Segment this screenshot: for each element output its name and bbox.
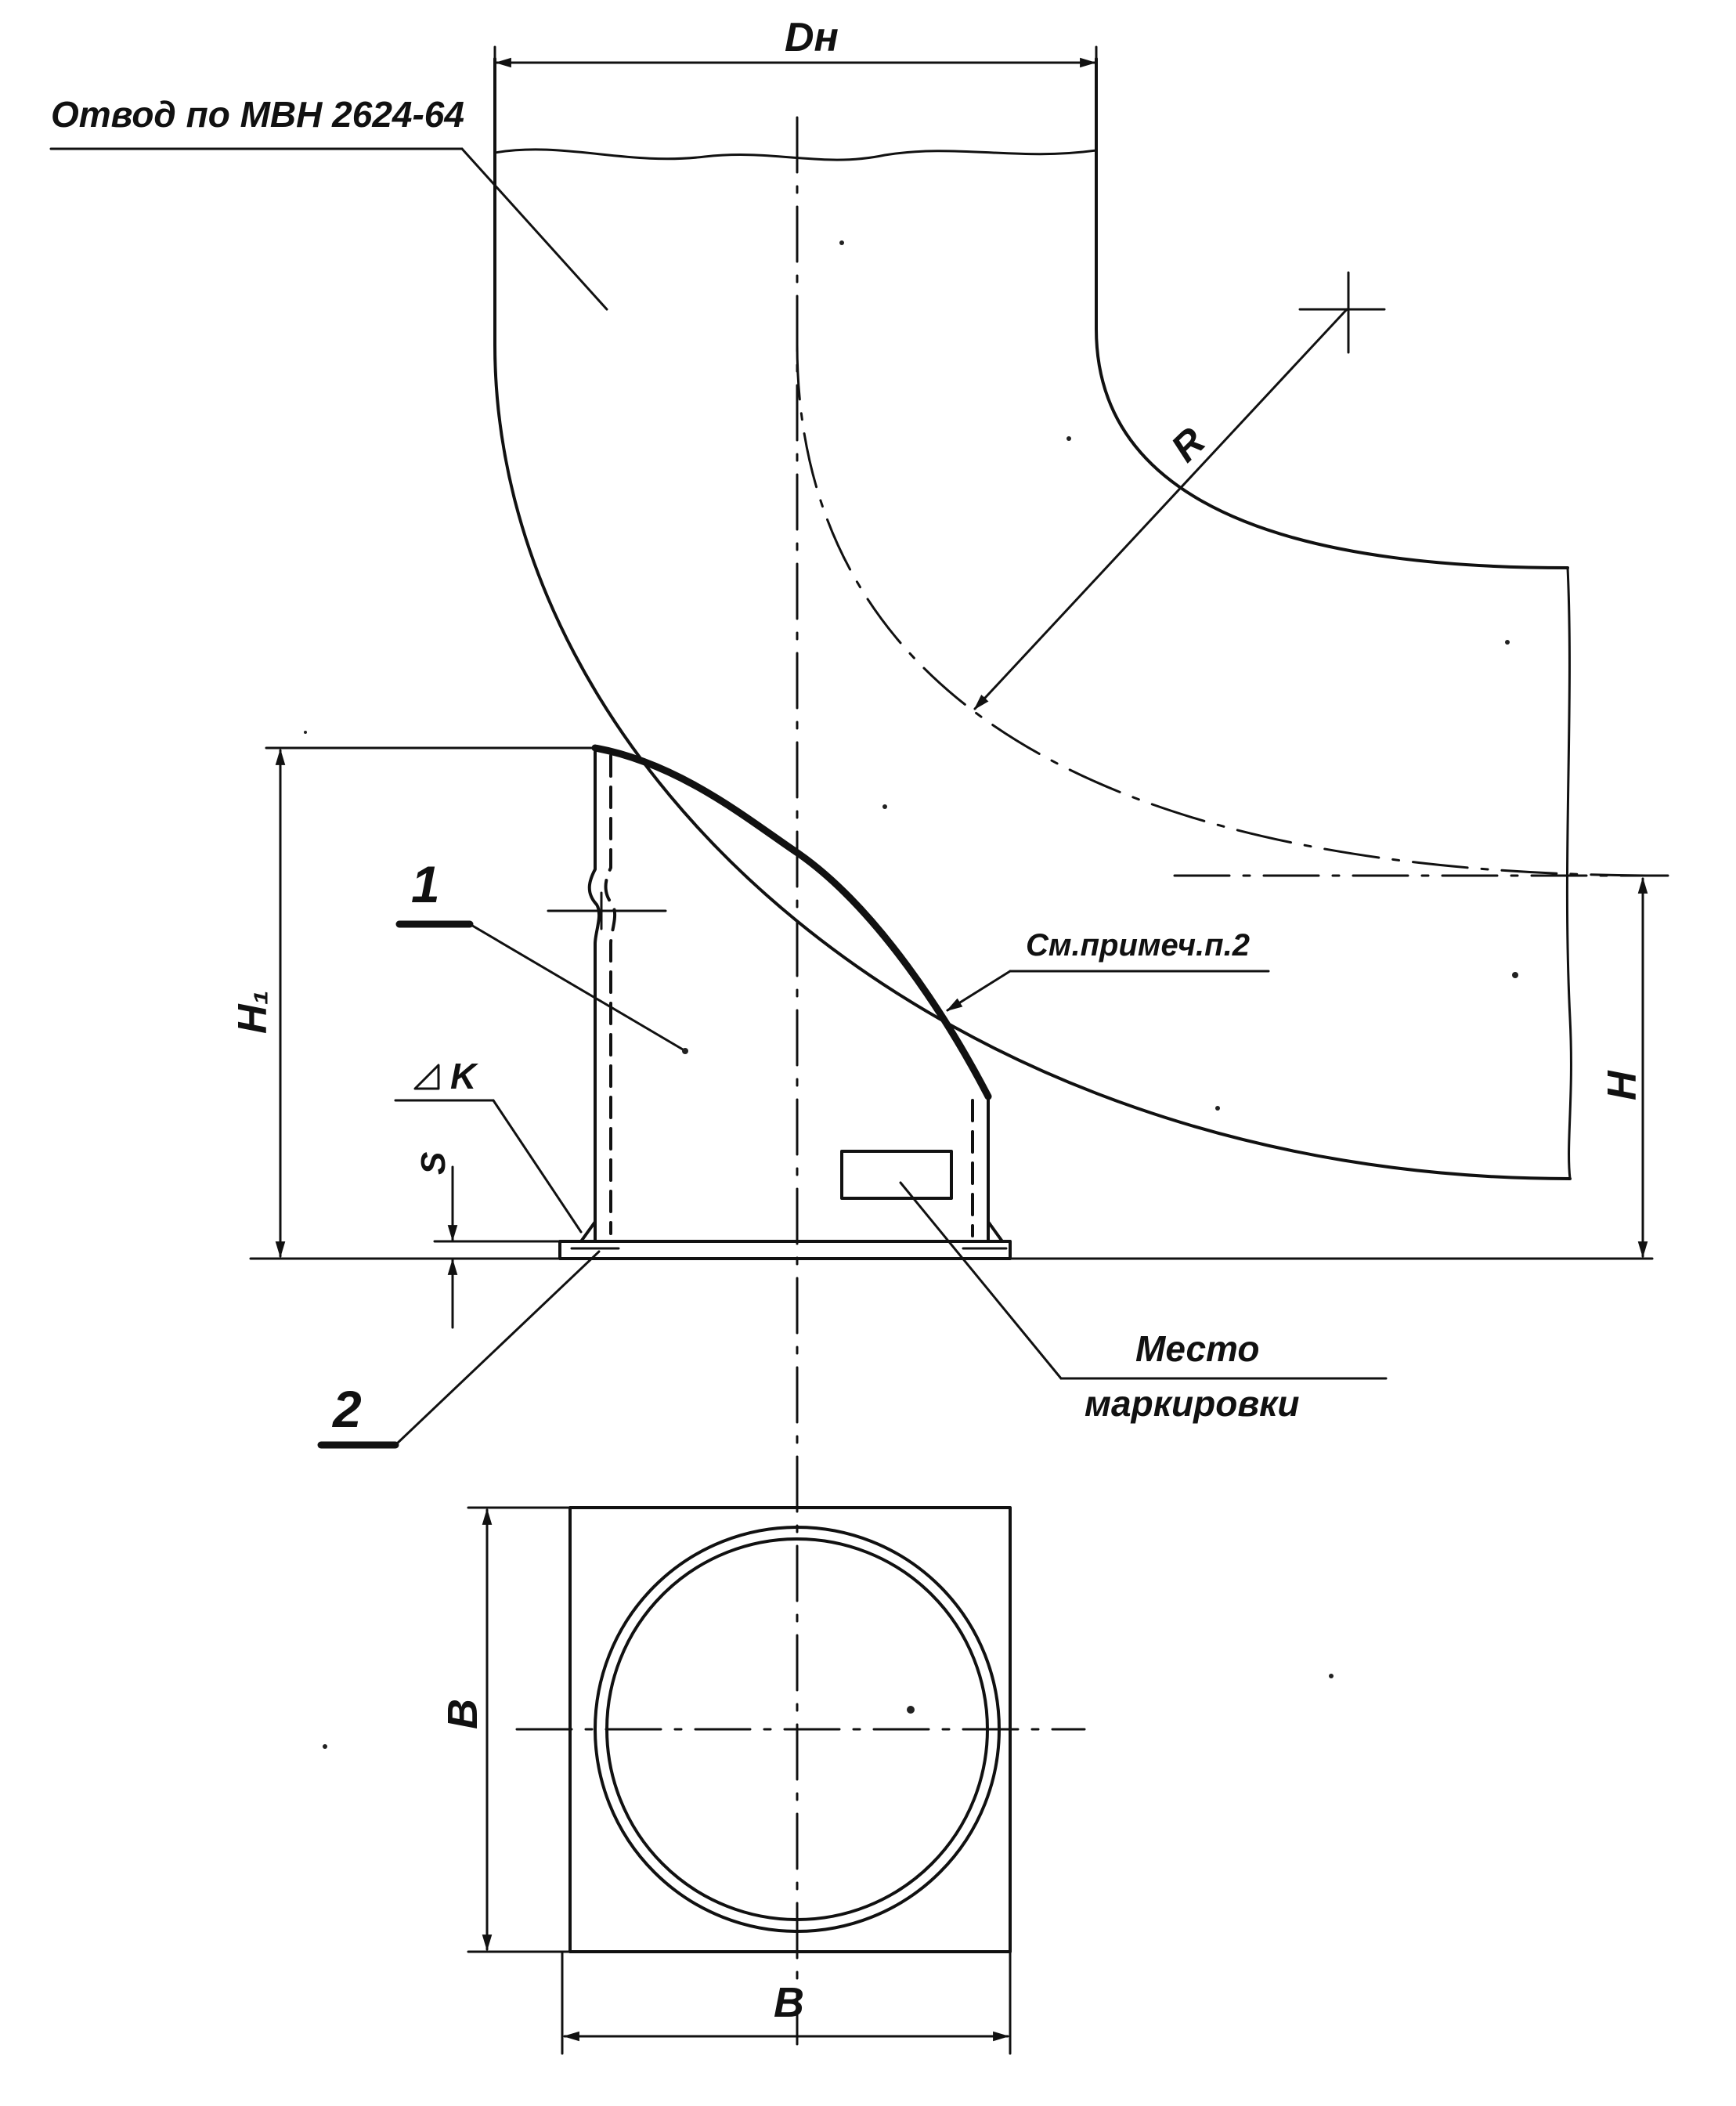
marking-label-line2: маркировки	[1085, 1383, 1300, 1424]
b-horizontal-label: B	[774, 1979, 804, 2026]
scan-specks	[304, 240, 1518, 1749]
radius-dimension: R	[973, 271, 1386, 710]
marking-place-box	[840, 1150, 953, 1200]
b-vertical-dimension: B	[439, 1506, 572, 1953]
marking-callout: Место маркировки	[899, 1181, 1388, 1424]
s-label: S	[414, 1152, 453, 1175]
part-2-label: 2	[331, 1380, 362, 1438]
base-plate	[558, 1220, 1012, 1260]
marking-label-line1: Место	[1135, 1328, 1259, 1369]
radius-label: R	[1163, 419, 1214, 470]
h-dimension: H	[1600, 874, 1669, 1259]
elbow-callout: Отвод по МВН 2624-64	[49, 94, 608, 311]
b-horizontal-dimension: B	[561, 1950, 1012, 2055]
weld-k-label: K	[450, 1056, 478, 1096]
s-dimension: S	[414, 1152, 565, 1329]
plan-view	[515, 1506, 1086, 1953]
weld-symbol: K	[394, 1056, 583, 1234]
dn-dimension: Dн	[493, 15, 1098, 88]
elbow-reference-label: Отвод по МВН 2624-64	[51, 94, 464, 135]
h1-dimension: H₁	[230, 746, 601, 1259]
h1-label: H₁	[230, 990, 276, 1034]
part-1-label: 1	[411, 855, 440, 913]
dn-label: Dн	[785, 15, 839, 60]
note-callout: См.примеч.п.2	[946, 928, 1270, 1012]
note-label: См.примеч.п.2	[1026, 928, 1250, 963]
part-2-callout: 2	[317, 1250, 601, 1449]
elbow-centerline-arc	[796, 343, 1654, 877]
h-label: H	[1600, 1070, 1645, 1100]
support-shell	[547, 744, 992, 1239]
b-vertical-label: B	[439, 1699, 486, 1729]
elbow-pipe	[493, 57, 1572, 1180]
part-1-callout: 1	[395, 855, 688, 1054]
